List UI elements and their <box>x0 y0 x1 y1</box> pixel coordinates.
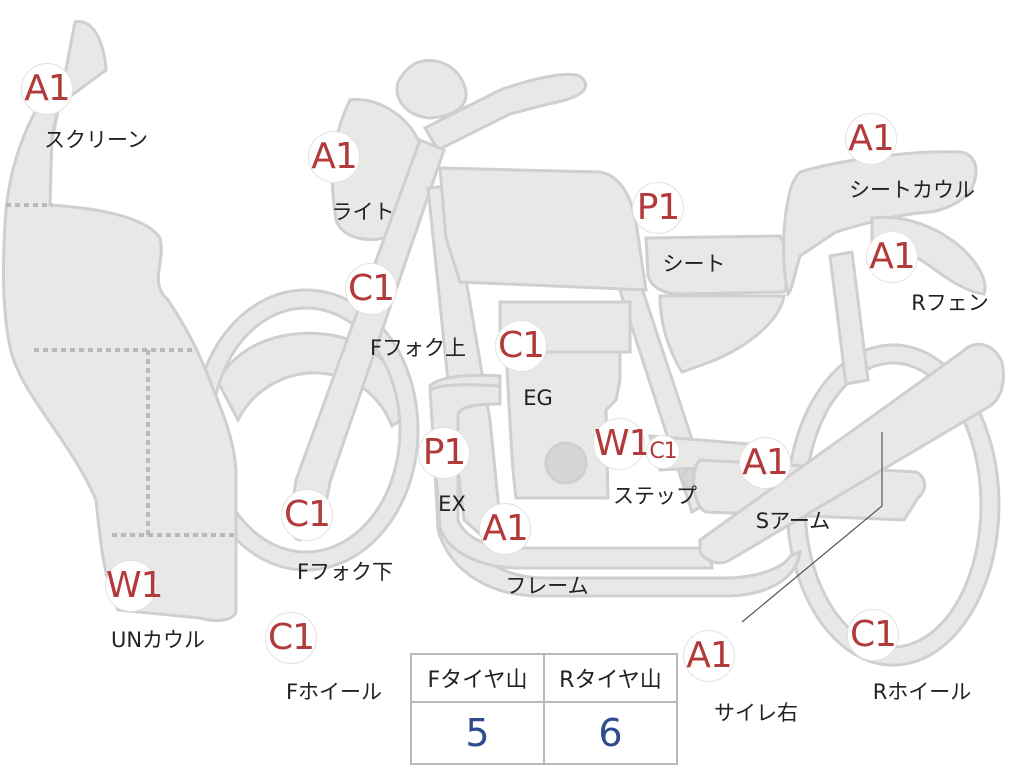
engine-cover <box>544 441 588 485</box>
fuel-tank <box>438 166 648 292</box>
rear-tire-tread-header: Rタイヤ山 <box>543 653 678 703</box>
grade-badge-exhaust: P1 <box>418 427 470 479</box>
front-tire-tread-value: 5 <box>410 701 545 765</box>
part-label-seat: シート <box>662 252 726 276</box>
grade-badge-rear-wheel: C1 <box>847 609 899 661</box>
tire-tread-table: Fタイヤ山 Rタイヤ山 5 6 <box>410 653 678 765</box>
part-label-rear-fender: Rフェン <box>911 291 989 315</box>
silencer <box>698 342 1005 565</box>
grade-badge-light: A1 <box>308 131 360 183</box>
grade-badge-silencer-right: A1 <box>683 630 735 682</box>
grade-badge-rear-fender: A1 <box>866 231 918 283</box>
grade-badge-step-extra: C1 <box>646 435 680 469</box>
grade-badge-swing-arm: A1 <box>739 437 791 489</box>
handlebar <box>422 72 588 152</box>
part-label-fork-lower: Fフォク下 <box>296 560 394 584</box>
grade-badge-seat: P1 <box>632 182 684 234</box>
grade-badge-frame: A1 <box>479 503 531 555</box>
part-label-screen: スクリーン <box>44 128 148 152</box>
part-label-swing-arm: Sアーム <box>755 509 831 533</box>
part-label-silencer-right: サイレ右 <box>714 701 798 725</box>
front-cowl <box>2 97 238 622</box>
part-label-exhaust: EX <box>438 492 466 516</box>
part-label-seat-cowl: シートカウル <box>849 178 975 202</box>
part-label-frame: フレーム <box>505 574 589 598</box>
grade-badge-fork-upper: C1 <box>345 263 397 315</box>
grade-badge-screen: A1 <box>21 63 73 115</box>
grade-badge-seat-cowl: A1 <box>845 113 897 165</box>
grade-badge-fork-lower: C1 <box>281 489 333 541</box>
front-tire-tread-header: Fタイヤ山 <box>410 653 545 703</box>
front-wheel <box>192 288 420 572</box>
part-label-step: ステップ <box>613 484 697 508</box>
part-label-under-cowl: UNカウル <box>110 628 206 652</box>
part-label-engine: EG <box>523 386 553 410</box>
side-cover <box>658 294 786 374</box>
part-label-front-wheel: Fホイール <box>285 680 383 704</box>
engine-block <box>504 350 622 500</box>
rear-shock <box>828 250 870 386</box>
mirror <box>395 59 468 120</box>
grade-badge-under-cowl: W1 <box>105 560 164 612</box>
part-label-rear-wheel: Rホイール <box>872 680 972 704</box>
silencer-leader-line <box>741 432 883 623</box>
grade-badge-front-wheel: C1 <box>265 612 317 664</box>
exhaust-pipe <box>428 383 714 570</box>
rear-tire-tread-value: 6 <box>543 701 678 765</box>
part-label-fork-upper: Fフォク上 <box>369 336 467 360</box>
grade-badge-engine: C1 <box>495 320 547 372</box>
grade-badge-step: W1 <box>593 418 652 470</box>
part-label-light: ライト <box>331 200 395 224</box>
